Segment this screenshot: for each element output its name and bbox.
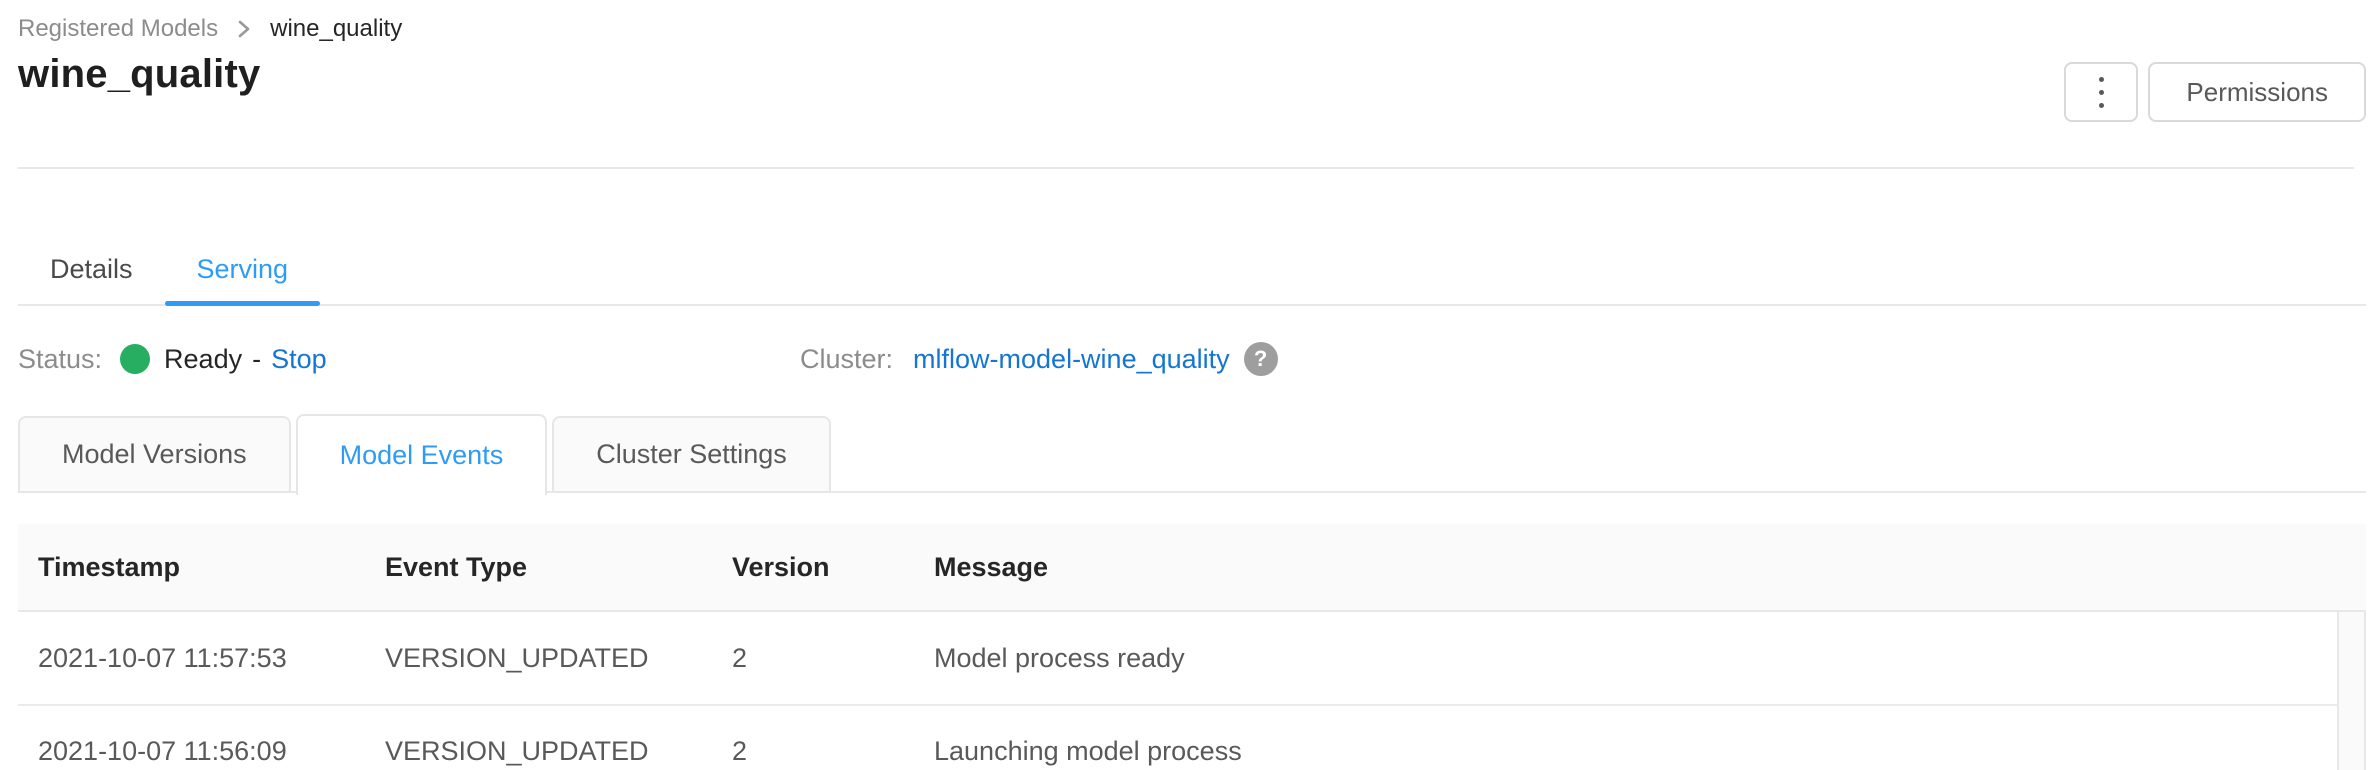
table-body: 2021-10-07 11:57:53 VERSION_UPDATED 2 Mo… (18, 612, 2366, 770)
cell-version: 2 (732, 735, 748, 766)
table-row: 2021-10-07 11:56:09 VERSION_UPDATED 2 La… (18, 704, 2337, 770)
status-dot (120, 344, 151, 374)
cluster-group: Cluster: mlflow-model-wine_quality ? (800, 342, 1278, 376)
cell-timestamp: 2021-10-07 11:57:53 (38, 642, 287, 673)
table-scrollbar[interactable] (2337, 612, 2366, 770)
subtab-model-versions[interactable]: Model Versions (18, 416, 291, 493)
cell-version: 2 (732, 642, 748, 673)
header-actions: Permissions (2064, 62, 2366, 122)
col-header-event-type: Event Type (385, 551, 528, 582)
tab-details[interactable]: Details (50, 253, 133, 284)
cell-event-type: VERSION_UPDATED (385, 642, 649, 673)
main-tabs: Details Serving (18, 169, 2366, 306)
cell-message: Launching model process (934, 735, 1242, 766)
cell-event-type: VERSION_UPDATED (385, 735, 649, 766)
col-header-timestamp: Timestamp (38, 551, 181, 582)
subtab-model-events[interactable]: Model Events (295, 414, 548, 495)
breadcrumb-current: wine_quality (270, 15, 403, 42)
kebab-vertical-icon (2098, 76, 2104, 82)
title-row: wine_quality Permissions (18, 50, 2366, 122)
model-events-table: Timestamp Event Type Version Message 202… (18, 524, 2366, 770)
table-header-row: Timestamp Event Type Version Message (18, 524, 2366, 612)
title-divider (18, 167, 2354, 169)
table-row: 2021-10-07 11:57:53 VERSION_UPDATED 2 Mo… (18, 612, 2337, 704)
breadcrumb-registered-models[interactable]: Registered Models (18, 15, 219, 42)
stop-link[interactable]: Stop (271, 343, 327, 374)
table-rows: 2021-10-07 11:57:53 VERSION_UPDATED 2 Mo… (18, 612, 2337, 770)
more-actions-button[interactable] (2064, 62, 2139, 122)
status-separator: - (252, 343, 262, 374)
status-row: Status: Ready - Stop Cluster: mlflow-mod… (18, 342, 2366, 376)
subtab-cluster-settings[interactable]: Cluster Settings (552, 416, 831, 493)
tab-serving[interactable]: Serving (164, 234, 321, 306)
serving-subtabs: Model Versions Model Events Cluster Sett… (18, 414, 2366, 495)
col-header-message: Message (934, 551, 1049, 582)
cell-message: Model process ready (934, 642, 1185, 673)
status-value: Ready (164, 343, 243, 374)
page-title: wine_quality (18, 52, 261, 96)
status-label: Status: (18, 343, 103, 374)
col-header-version: Version (732, 551, 830, 582)
permissions-button[interactable]: Permissions (2148, 62, 2366, 122)
chevron-right-icon (232, 17, 256, 41)
breadcrumb: Registered Models wine_quality (18, 0, 2366, 44)
cluster-label: Cluster: (800, 343, 894, 374)
cell-timestamp: 2021-10-07 11:56:09 (38, 735, 287, 766)
cluster-link[interactable]: mlflow-model-wine_quality (913, 343, 1230, 374)
question-mark-icon[interactable]: ? (1243, 342, 1278, 376)
